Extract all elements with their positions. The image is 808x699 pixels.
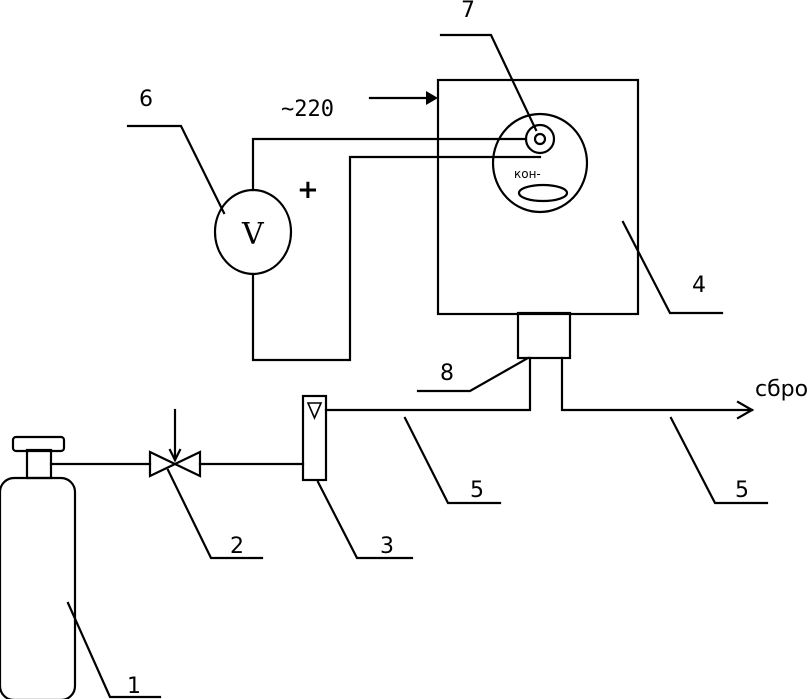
label-5b: 5 [735, 478, 749, 503]
supply-label: ~220 [281, 97, 334, 122]
leader-1 [66, 601, 162, 699]
wire-bottom [251, 155, 542, 362]
gas-line-inlet [324, 356, 532, 412]
leader-2 [166, 468, 264, 560]
analyzer-housing [436, 78, 640, 316]
leader-3 [316, 480, 414, 560]
label-1: 1 [127, 674, 141, 699]
label-3: 3 [380, 534, 394, 559]
gas-line-drain [560, 356, 754, 412]
leader-6 [126, 124, 226, 215]
valve [148, 408, 202, 478]
leader-5b [669, 416, 769, 505]
leader-8 [416, 356, 530, 393]
indicator-dial [491, 112, 589, 214]
sensor-cell [516, 311, 572, 360]
label-2: 2 [230, 534, 244, 559]
drain-arrow-head [736, 400, 755, 420]
wire-top [251, 137, 528, 192]
label-8: 8 [440, 361, 454, 386]
leader-7 [439, 33, 538, 132]
plus-sign: + [297, 175, 319, 205]
drain-label: сбро [755, 377, 808, 402]
label-7: 7 [461, 0, 475, 23]
gas-cylinder [0, 435, 77, 699]
power-arrow-head [426, 91, 438, 105]
voltmeter-symbol: V [241, 217, 265, 252]
label-5a: 5 [470, 478, 484, 503]
leader-4 [621, 220, 724, 315]
label-6: 6 [139, 87, 153, 112]
sensor-caption: кон- [514, 167, 541, 181]
leader-5a [403, 416, 502, 505]
label-4: 4 [692, 273, 706, 298]
rotameter [301, 394, 328, 482]
